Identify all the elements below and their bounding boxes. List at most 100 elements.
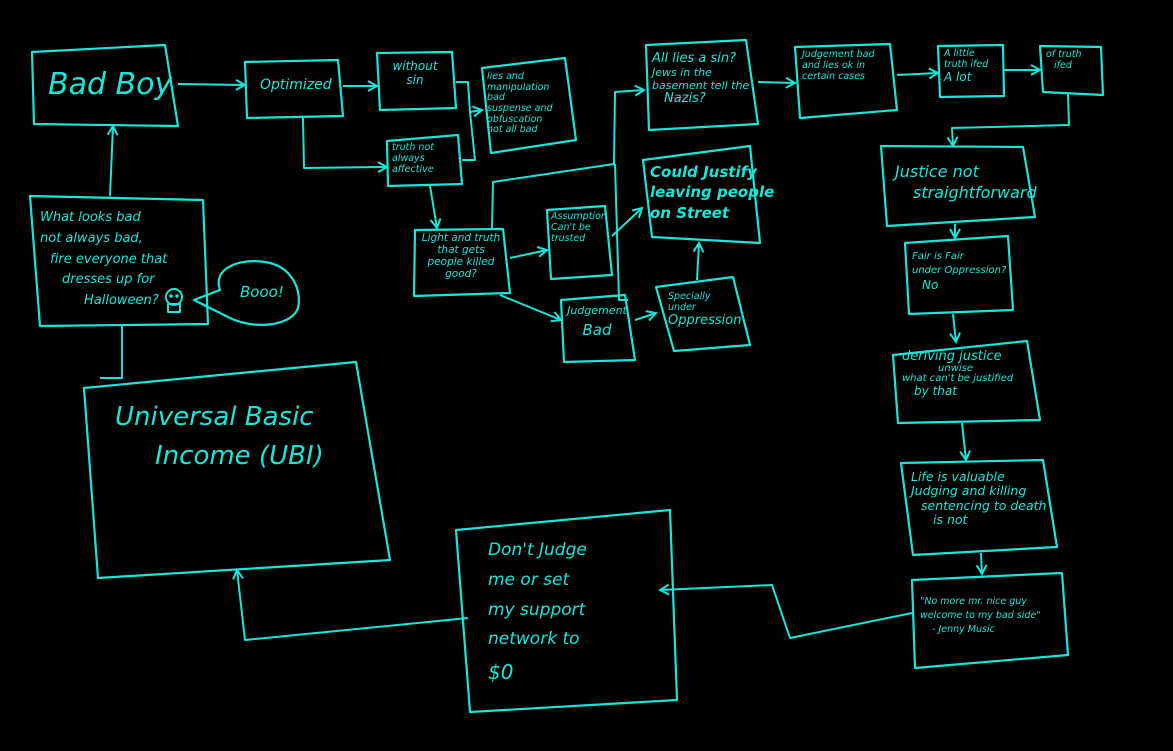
box-assumption	[545, 204, 614, 281]
box-could-justify	[641, 144, 762, 245]
speech-bubble	[192, 260, 300, 326]
node-assumption: Assumption Can't be trusted	[551, 211, 607, 245]
node-text: suspense and	[487, 102, 553, 114]
node-text: under Oppression?	[912, 264, 1007, 276]
node-text: under	[668, 301, 696, 313]
node-text: Justice not	[895, 162, 979, 181]
box-deriving-justice	[891, 339, 1042, 425]
node-text: manipulation	[487, 81, 550, 93]
node-text: "No more mr. nice guy	[920, 596, 1027, 607]
box-bad-boy	[30, 43, 180, 128]
node-what-looks-bad: What looks bad not always bad, fire ever…	[40, 208, 167, 312]
box-lies-manipulation	[480, 56, 578, 155]
speech-bubble-text: Booo!	[240, 283, 284, 301]
node-text: unwise	[938, 362, 973, 374]
node-text: Bad Boy	[48, 67, 173, 102]
node-text: lies and	[487, 71, 524, 82]
node-text: ifed	[1054, 59, 1072, 71]
node-text: Halloween?	[84, 293, 159, 309]
node-text: not always bad,	[40, 230, 143, 246]
node-text: Don't Judge	[488, 540, 587, 560]
node-text: leaving people	[650, 183, 775, 202]
box-ubi	[82, 360, 392, 580]
box-judgement-lies-ok	[793, 42, 899, 120]
node-text: - Jenny Music	[932, 623, 995, 635]
box-what-looks-bad	[28, 194, 210, 328]
node-justice-not: Justice not straightforward	[895, 162, 1037, 204]
node-fair-is-fair: Fair is Fair under Oppression? No	[912, 250, 1006, 293]
node-text: affective	[392, 163, 434, 175]
node-text: All lies a sin?	[652, 51, 736, 66]
node-text: No	[922, 278, 939, 292]
node-text: Judgement bad	[802, 49, 875, 60]
box-of-truth	[1038, 44, 1105, 97]
node-judgement-bad: Judgement Bad	[564, 304, 630, 339]
node-specially-under-oppression: Specially under Oppression	[668, 291, 742, 329]
box-justice-not	[879, 144, 1037, 228]
node-text: $0	[488, 660, 514, 684]
node-text: Nazis?	[664, 91, 706, 107]
node-text: Specially	[668, 291, 711, 302]
node-deriving-justice: deriving justice unwise what can't be ju…	[902, 350, 1013, 397]
node-text: network to	[488, 629, 580, 650]
box-judgement-bad	[559, 293, 637, 364]
node-no-more-mr-nice: "No more mr. nice guy welcome to my bad …	[920, 595, 1041, 636]
node-life-valuable: Life is valuable Judging and killing sen…	[911, 469, 1047, 528]
node-text: Optimized	[260, 77, 332, 93]
node-text: dresses up for	[62, 272, 155, 288]
node-could-justify: Could Justify leaving people on Street	[650, 162, 774, 223]
box-life-valuable	[899, 458, 1059, 557]
node-text: Life is valuable	[911, 469, 1005, 484]
node-text: on Street	[650, 203, 730, 222]
node-ubi: Universal Basic Income (UBI)	[115, 398, 324, 476]
node-text: Fair is Fair	[912, 251, 964, 262]
node-text: What looks bad	[40, 210, 141, 225]
node-lies-manipulation: lies and manipulation bad suspense and o…	[487, 71, 553, 136]
box-fair-is-fair	[903, 234, 1015, 316]
node-text: always	[392, 152, 425, 164]
connectors	[100, 70, 1070, 641]
node-light-and-truth: Light and truth that gets people killed …	[418, 232, 504, 280]
node-text: people killed	[427, 256, 495, 269]
node-text: trusted	[551, 232, 586, 244]
node-text: Judgement	[567, 304, 627, 317]
skull-icon	[165, 288, 183, 313]
node-text: me or set	[488, 569, 570, 590]
node-text: Jews in the	[652, 65, 712, 79]
node-text: is not	[933, 512, 968, 528]
node-text: Universal Basic	[115, 402, 314, 432]
node-text: bad	[487, 92, 505, 104]
node-text: of truth	[1046, 49, 1082, 60]
node-text: by that	[914, 383, 957, 398]
node-text: sentencing to death	[921, 497, 1047, 513]
node-without-sin: without sin	[385, 59, 445, 88]
box-without-sin	[375, 50, 458, 112]
node-text: truth not	[392, 142, 434, 153]
node-text: basement tell the	[652, 78, 750, 92]
node-text: sin	[406, 72, 424, 87]
node-text: good?	[445, 268, 477, 281]
node-text: my support	[488, 599, 586, 620]
box-optimized	[243, 58, 345, 120]
node-text: certain cases	[802, 70, 865, 82]
node-text: and lies ok in	[802, 59, 865, 71]
box-specially-under-oppression	[654, 275, 752, 353]
node-text: Light and truth	[421, 232, 501, 244]
node-text: Bad	[582, 320, 612, 339]
node-text: A little	[944, 48, 975, 59]
node-a-little-truth: A little truth ifed A lot	[944, 48, 988, 85]
node-text: that gets	[437, 244, 485, 257]
node-text: Oppression	[668, 312, 742, 328]
node-text: Booo!	[240, 283, 284, 301]
node-of-truth: of truth ifed	[1046, 49, 1082, 72]
node-text: straightforward	[913, 182, 1037, 202]
node-judgement-lies-ok: Judgement bad and lies ok in certain cas…	[802, 49, 875, 83]
node-text: Assumption	[551, 211, 607, 222]
node-dont-judge: Don't Judge me or set my support network…	[488, 536, 587, 690]
node-truth-not-always: truth not always affective	[392, 142, 434, 176]
node-text: Can't be	[551, 221, 591, 233]
box-all-lies-sin	[644, 38, 760, 132]
node-text: what can't be justified	[902, 373, 1014, 385]
node-text: welcome to my bad side"	[920, 609, 1041, 621]
